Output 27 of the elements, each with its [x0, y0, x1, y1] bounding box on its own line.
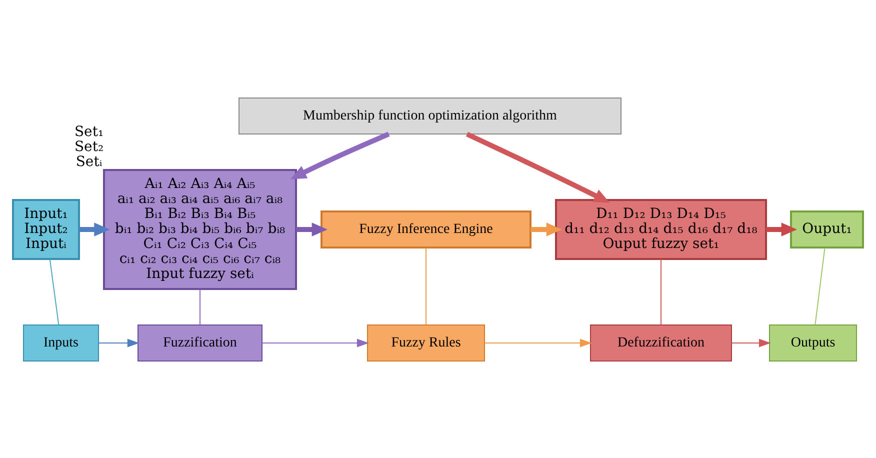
arrow — [484, 338, 592, 347]
node-box: Inputs — [23, 324, 99, 361]
arrow — [79, 222, 110, 236]
node-box: Aᵢ₁ Aᵢ₂ Aᵢ₃ Aᵢ₄ Aᵢ₅ aᵢ₁ aᵢ₂ aᵢ₃ aᵢ₄ aᵢ₅ aᵢ₆ aᵢ₇ aᵢ₈ Bᵢ₁ Bᵢ₂ Bᵢ₃ Bᵢ₄ Bᵢ₅ bᵢ₁ bᵢ₂ bᵢ₃ bᵢ₄ bᵢ₅ bᵢ₆ bᵢ₇ bᵢ₈ Cᵢ₁ Cᵢ₂ Cᵢ₃ Cᵢ₄ Cᵢ₅ cᵢ₁ cᵢ₂ cᵢ₃ cᵢ₄ cᵢ₅ cᵢ₆ cᵢ₇ cᵢ₈ Input fuzzy setᵢ — [103, 168, 297, 290]
arrow — [466, 131, 610, 202]
arrow — [262, 338, 369, 347]
node-label: Set₂ — [74, 138, 104, 155]
node-box: Mumbership function optimization algorithm — [238, 97, 622, 134]
node-box: Input₁ Input₂ Inputᵢ — [12, 198, 80, 260]
connector — [814, 246, 826, 325]
connector — [660, 258, 662, 325]
node-box: Fuzzy Rules — [367, 324, 485, 361]
arrow — [296, 222, 328, 236]
node-label: Setᵢ — [76, 154, 102, 170]
arrow — [530, 222, 562, 236]
arrow — [766, 222, 798, 236]
arrow — [731, 338, 771, 347]
node-box: Ouput₁ — [790, 210, 864, 248]
node-box: Fuzzy Inference Engine — [320, 210, 532, 248]
node-box: Fuzzification — [138, 324, 262, 361]
arrow — [98, 338, 140, 347]
connector — [49, 258, 60, 325]
node-box: Outputs — [769, 324, 857, 361]
node-label: Set₁ — [74, 124, 104, 140]
node-box: D₁₁ D₁₂ D₁₃ D₁₄ D₁₅ d₁₁ d₁₂ d₁₃ d₁₄ d₁₅ d₁₆ d₁₇ d₁₈ Ouput fuzzy set₁ — [555, 198, 767, 260]
arrow — [290, 131, 390, 179]
node-box: Defuzzification — [590, 324, 732, 361]
